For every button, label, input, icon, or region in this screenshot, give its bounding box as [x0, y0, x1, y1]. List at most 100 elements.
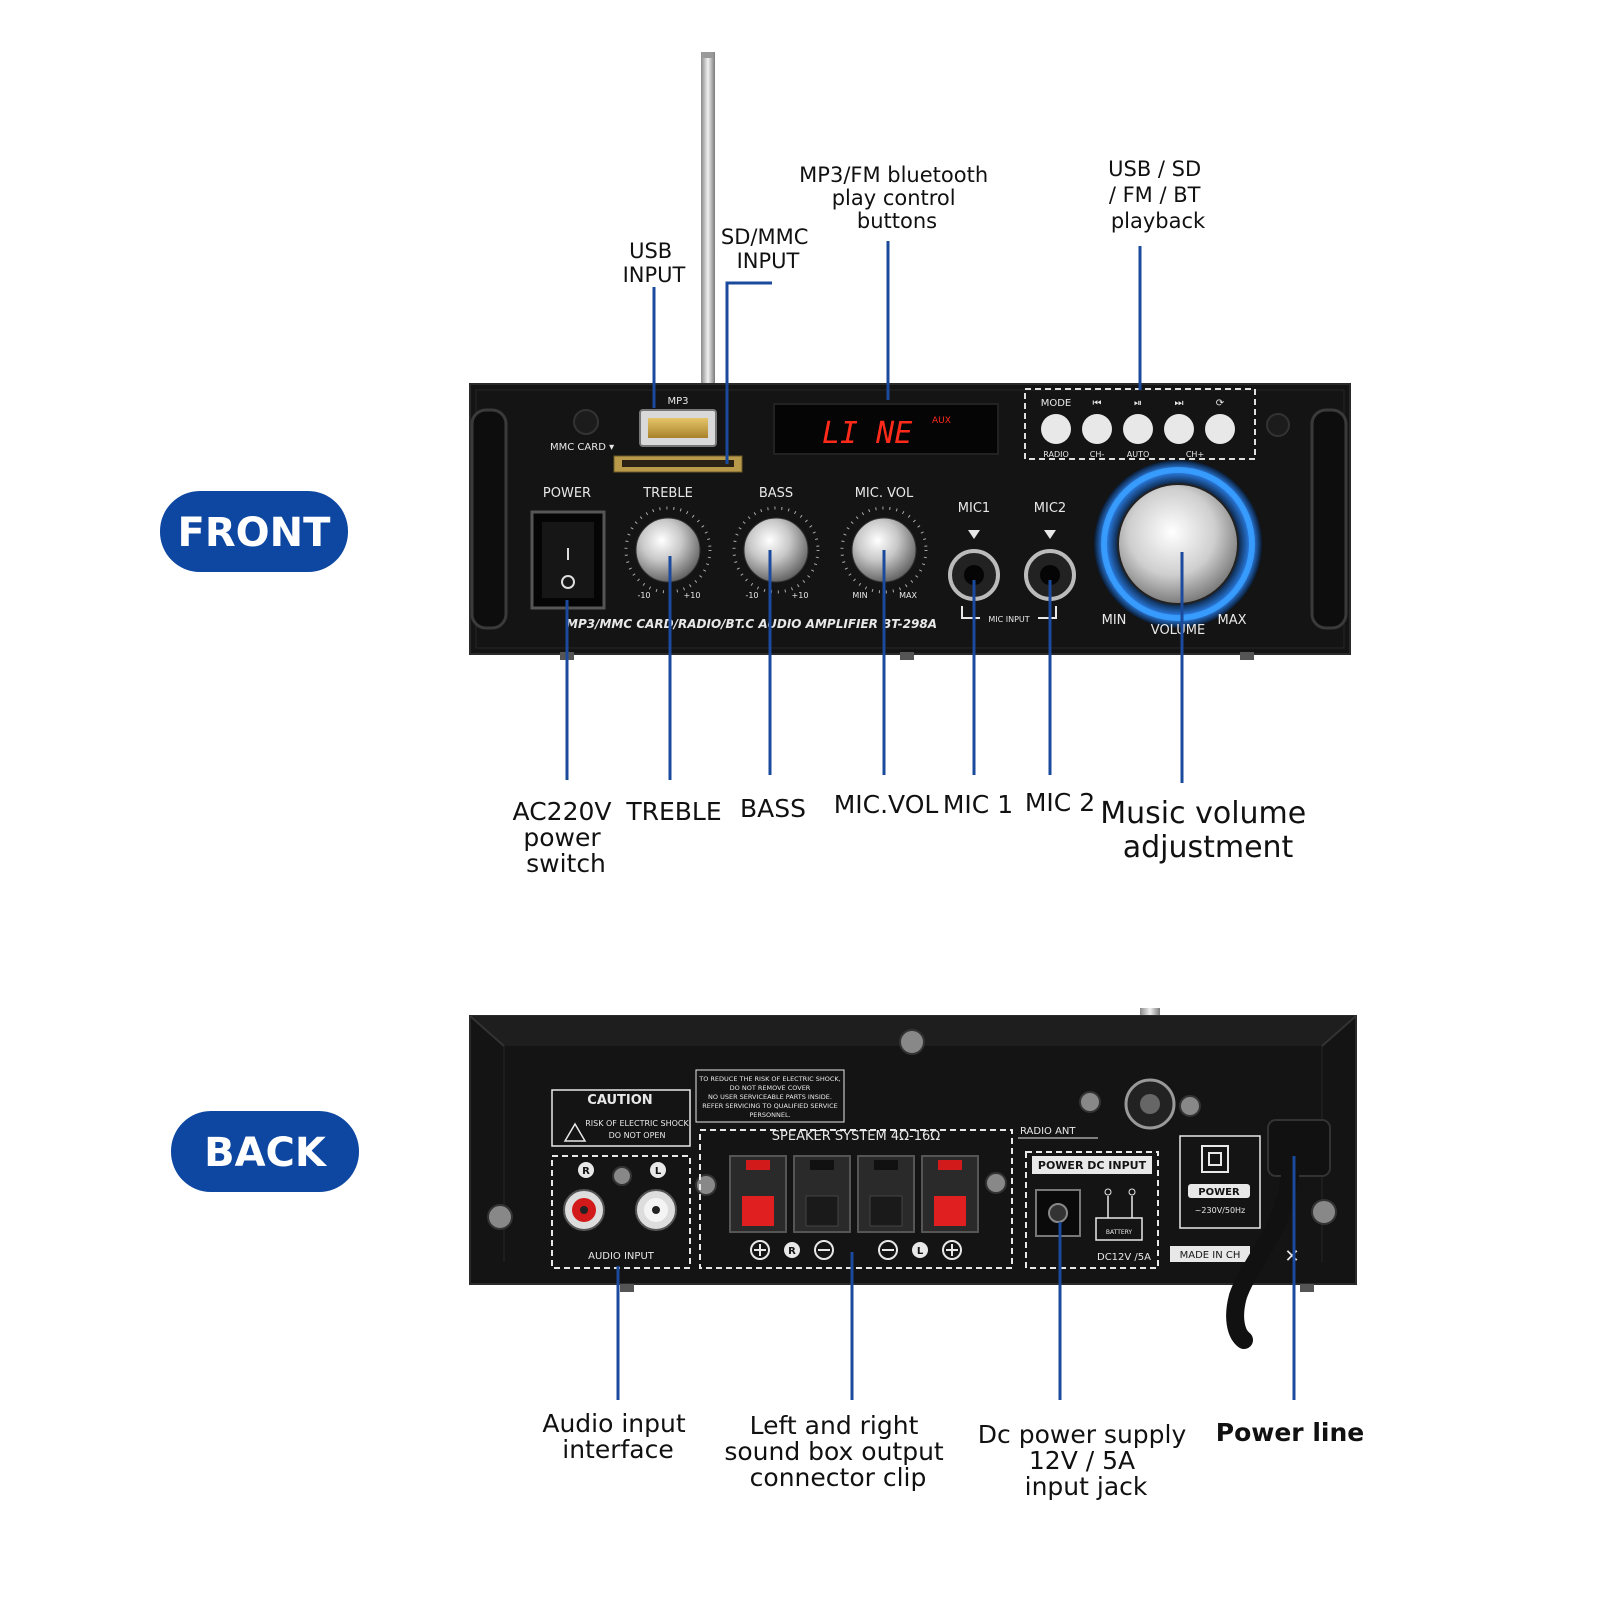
rca-right-jack[interactable]: [563, 1189, 605, 1231]
treble-max-label: +10: [684, 591, 701, 600]
speaker-clip-r-minus[interactable]: [793, 1155, 851, 1233]
screw-icon: [1079, 1091, 1101, 1113]
mode-button[interactable]: [1041, 414, 1071, 444]
speaker-clip-l-plus[interactable]: [921, 1155, 979, 1233]
btn-top-label: ⏯: [1134, 398, 1142, 409]
mic-vol-callout: MIC.VOL: [834, 790, 939, 819]
speaker-output-callout: Left and right sound box output connecto…: [724, 1411, 951, 1492]
mic-vol-min-label: MIN: [852, 591, 867, 600]
btn-bottom-label: RADIO: [1043, 450, 1069, 459]
btn-bottom-label: CH-: [1090, 450, 1105, 459]
screw-icon: [1311, 1199, 1337, 1225]
usb-input-callout: USB INPUT: [623, 239, 686, 287]
mic1-label: MIC1: [958, 501, 990, 516]
next-button[interactable]: [1164, 414, 1194, 444]
ac-power-block: POWER ~230V/50Hz: [1179, 1135, 1261, 1229]
ac-power-label: POWER: [1198, 1187, 1240, 1198]
treble-scale: [624, 506, 712, 594]
power-cord: [1226, 1119, 1331, 1349]
treble-knob-group: TREBLE -10 +10: [624, 486, 712, 600]
r-channel-label: R: [582, 1166, 590, 1177]
audio-input-label: AUDIO INPUT: [588, 1251, 655, 1262]
battery-label: BATTERY: [1106, 1229, 1133, 1236]
speaker-system-label: SPEAKER SYSTEM 4Ω-16Ω: [772, 1129, 940, 1144]
lcd-text: LI NE: [822, 416, 912, 451]
bass-callout: BASS: [740, 794, 806, 823]
power-line-callout: Power line: [1216, 1418, 1364, 1447]
screw-icon: [899, 1029, 925, 1055]
dc-power-callout: Dc power supply 12V / 5A input jack: [978, 1420, 1194, 1501]
screw-icon: [612, 1166, 632, 1186]
bass-min-label: -10: [745, 591, 758, 600]
audio-input-block: R L AUDIO INPUT: [551, 1155, 691, 1269]
speaker-clip-r-plus[interactable]: [729, 1155, 787, 1233]
screw-icon: [1179, 1095, 1201, 1117]
made-in-label: MADE IN CH: [1180, 1250, 1241, 1261]
repeat-button[interactable]: [1205, 414, 1235, 444]
btn-bottom-label: AUTO: [1127, 450, 1150, 459]
sd-card-slot[interactable]: [613, 455, 743, 473]
warning-line: TO REDUCE THE RISK OF ELECTRIC SHOCK,: [698, 1075, 840, 1083]
mic1-arrow-icon: [968, 530, 980, 539]
antenna-rod: [701, 52, 715, 388]
btn-top-label: ⏮: [1093, 398, 1102, 409]
warning-line: NO USER SERVICEABLE PARTS INSIDE.: [708, 1093, 832, 1101]
speaker-l-label: L: [917, 1246, 924, 1257]
radio-antenna-socket[interactable]: [1124, 1078, 1176, 1130]
warning-line: DO NOT REMOVE COVER: [730, 1084, 811, 1092]
dc-power-jack[interactable]: [1035, 1189, 1081, 1237]
power-switch-callout: AC220V power switch: [513, 797, 620, 878]
rca-left-jack[interactable]: [635, 1189, 677, 1231]
treble-knob[interactable]: [635, 517, 701, 583]
weee-icon: ✕: [1284, 1246, 1299, 1267]
previous-button[interactable]: [1082, 414, 1112, 444]
right-handle: [1310, 408, 1348, 630]
btn-top-label: ⏭: [1175, 398, 1184, 409]
speaker-terminal-block: SPEAKER SYSTEM 4Ω-16Ω: [699, 1129, 1013, 1269]
double-insulation-icon: [1201, 1145, 1229, 1173]
volume-knob-group: MIN VOLUME MAX: [1094, 460, 1262, 638]
usb-port[interactable]: [639, 409, 717, 447]
back-section-badge: BACK: [171, 1111, 359, 1192]
mic-vol-max-label: MAX: [899, 591, 917, 600]
warning-block: TO REDUCE THE RISK OF ELECTRIC SHOCK, DO…: [695, 1069, 845, 1123]
screw-icon: [487, 1204, 513, 1230]
bass-scale: [732, 506, 820, 594]
sd-mmc-input-callout: SD/MMC INPUT: [721, 225, 815, 273]
caution-title: CAUTION: [587, 1093, 652, 1108]
battery-icon: [1095, 1188, 1143, 1241]
left-handle: [470, 408, 508, 630]
speaker-r-label: R: [788, 1246, 796, 1257]
dc-input-block: POWER DC INPUT BATTERY DC12V /5A: [1025, 1151, 1159, 1269]
control-buttons: MODE ⏮ ⏯ ⏭ ⟳ RADIO CH- AUTO CH+: [1041, 398, 1235, 459]
volume-min-label: MIN: [1102, 613, 1127, 628]
btn-top-label: MODE: [1041, 398, 1072, 409]
mic2-arrow-icon: [1044, 530, 1056, 539]
lcd-display: LI NE AUX: [773, 403, 999, 455]
treble-min-label: -10: [637, 591, 650, 600]
caution-line: DO NOT OPEN: [609, 1131, 666, 1140]
play-pause-button[interactable]: [1123, 414, 1153, 444]
back-section-label: BACK: [204, 1130, 328, 1176]
back-callout-lines: [616, 1156, 1296, 1400]
back-panel: RADIO ANT CAUTION RISK OF ELECTRIC SHOCK…: [469, 1015, 1357, 1292]
volume-max-label: MAX: [1217, 613, 1246, 628]
treble-callout: TREBLE: [625, 797, 721, 826]
warning-line: REFER SERVICING TO QUALIFIED SERVICE: [702, 1102, 837, 1110]
speaker-clip-l-minus[interactable]: [857, 1155, 915, 1233]
mic-vol-knob-label: MIC. VOL: [855, 486, 914, 501]
ac-rating-label: ~230V/50Hz: [1195, 1206, 1246, 1215]
mic-vol-scale: [840, 506, 928, 594]
power-dc-input-label: POWER DC INPUT: [1038, 1159, 1147, 1172]
model-label: MP3/MMC CARD/RADIO/BT.C AUDIO AMPLIFIER …: [566, 617, 937, 631]
mic2-jack[interactable]: [1024, 549, 1076, 601]
lcd-badge: AUX: [932, 416, 951, 426]
power-switch[interactable]: [530, 510, 606, 610]
radio-ant-label: RADIO ANT: [1020, 1126, 1076, 1137]
volume-knob[interactable]: [1117, 483, 1239, 605]
screw-icon: [1266, 413, 1290, 437]
playback-callout: USB / SD / FM / BT playback: [1108, 157, 1208, 233]
front-callout-lines: [565, 241, 1184, 783]
bass-knob[interactable]: [743, 517, 809, 583]
